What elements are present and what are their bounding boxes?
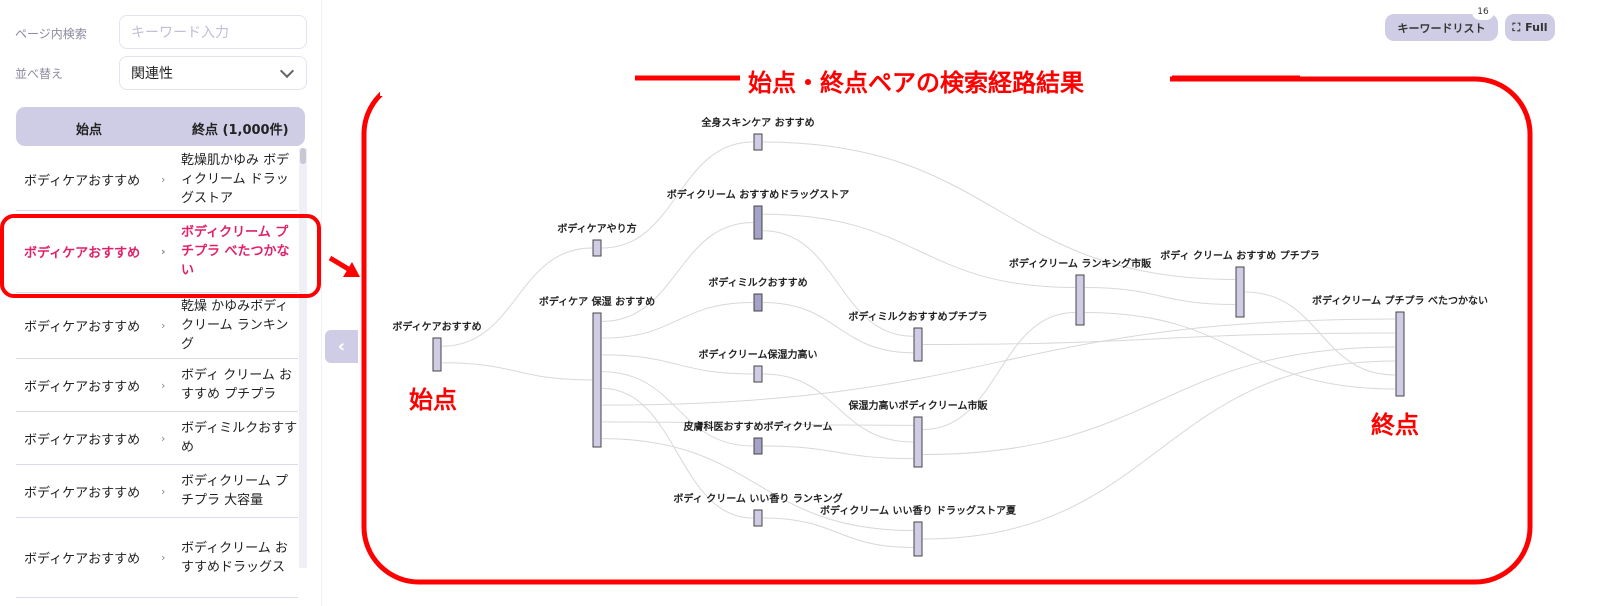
sort-value: 関連性	[131, 66, 173, 82]
diagram-node[interactable]	[1395, 311, 1405, 397]
node-label: ボディクリーム プチプラ べたつかない	[1312, 294, 1488, 307]
row-start: ボディケアおすすめ	[24, 173, 141, 189]
row-end: ボディミルクおすすめ	[181, 421, 298, 455]
table-row[interactable]: ボディケアおすすめ › ボディクリーム プチプラ 大容量	[16, 465, 298, 518]
node-label: 全身スキンケア おすすめ	[700, 116, 814, 129]
path-link	[762, 213, 1076, 288]
diagram-node[interactable]	[592, 312, 602, 448]
path-link	[601, 371, 754, 447]
node-label: ボディクリーム保湿力高い	[699, 348, 818, 361]
diagram-node[interactable]	[753, 293, 763, 312]
row-start: ボディケアおすすめ	[24, 485, 141, 501]
diagram-node[interactable]	[592, 239, 602, 257]
annotation-start: 始点	[409, 386, 457, 414]
row-end: ボディ クリーム おすすめ プチプラ	[181, 368, 292, 402]
path-link	[601, 318, 1396, 406]
row-start: ボディケアおすすめ	[24, 552, 141, 567]
expand-icon: ⛶	[1512, 20, 1521, 34]
annotation-title: 始点・終点ペアの検索経路結果	[748, 69, 1084, 97]
node-label: ボディケアやり方	[557, 222, 636, 235]
chevron-right-icon: ›	[161, 378, 166, 392]
node-label: ボディミルクおすすめ	[708, 276, 807, 289]
table-header: 始点 終点 (1,000件)	[16, 107, 305, 146]
fullscreen-label: Full	[1525, 21, 1548, 34]
chevron-right-icon: ›	[161, 319, 166, 332]
diagram-node[interactable]	[913, 327, 923, 362]
sort-select[interactable]: 関連性	[119, 56, 307, 90]
node-label: ボディケア 保湿 おすすめ	[539, 295, 655, 308]
chevron-right-icon: ›	[161, 551, 166, 564]
node-label: ボディ クリーム おすすめ プチプラ	[1160, 249, 1319, 262]
row-end: 乾燥肌かゆみ ボディクリーム ドラッグストア	[181, 152, 290, 206]
diagram-node[interactable]	[1075, 274, 1085, 326]
chevron-right-icon: ›	[161, 172, 166, 186]
sort-label: 並べ替え	[15, 67, 64, 81]
path-link	[441, 362, 593, 381]
table-row[interactable]: ボディケアおすすめ › ボディミルクおすすめ	[16, 412, 298, 465]
path-link	[1084, 287, 1236, 305]
scrollbar[interactable]	[299, 148, 307, 568]
node-label: 保湿力高いボディクリーム市販	[848, 399, 989, 412]
node-label: ボディミルクおすすめプチプラ	[848, 310, 987, 323]
table-row[interactable]: ボディケアおすすめ › 乾燥 かゆみボディクリーム ランキング	[16, 293, 298, 359]
search-label: ページ内検索	[15, 27, 87, 41]
diagram-node[interactable]	[1235, 266, 1245, 318]
table-row[interactable]: ボディケアおすすめ › ボディ クリーム おすすめ プチプラ	[16, 359, 298, 412]
collapse-sidebar-button[interactable]: ‹	[325, 330, 358, 363]
diagram-node[interactable]	[753, 205, 763, 240]
diagram-node[interactable]	[753, 437, 763, 455]
annotation-end: 終点	[1371, 411, 1419, 439]
header-start: 始点	[76, 123, 103, 138]
diagram-node[interactable]	[753, 509, 763, 527]
chevron-right-icon: ›	[161, 431, 166, 445]
diagram-node[interactable]	[753, 365, 763, 383]
diagram-node[interactable]	[432, 337, 442, 372]
table-row[interactable]: ボディケアおすすめ › 乾燥肌かゆみ ボディクリーム ドラッグストア	[16, 148, 298, 211]
row-start: ボディケアおすすめ	[24, 379, 141, 395]
diagram-node[interactable]	[913, 416, 923, 468]
row-end: 乾燥 かゆみボディクリーム ランキング	[181, 299, 289, 352]
chevron-right-icon: ›	[161, 484, 166, 498]
header-end: 終点 (1,000件)	[192, 123, 289, 138]
row-start: ボディケアおすすめ	[24, 432, 141, 448]
diagram-node[interactable]	[753, 133, 763, 151]
node-label: ボディクリーム おすすめドラッグストア	[667, 188, 849, 201]
row-start: ボディケアおすすめ	[24, 320, 141, 335]
node-label: ボディクリーム いい香り ドラッグストア夏	[820, 504, 1017, 517]
scrollbar-thumb[interactable]	[300, 148, 306, 164]
row-end: ボディクリーム おすすめドラッグス	[181, 540, 288, 575]
diagram-node[interactable]	[913, 521, 923, 557]
node-label: ボディクリーム ランキング市販	[1009, 257, 1152, 270]
keyword-count-badge: 16	[1472, 4, 1494, 20]
search-input[interactable]: キーワード入力	[119, 15, 307, 49]
fullscreen-button[interactable]: ⛶ Full	[1505, 14, 1555, 41]
path-link	[762, 302, 914, 354]
table-row[interactable]: ボディケアおすすめ › ボディクリーム おすすめドラッグス	[16, 518, 298, 598]
path-link	[762, 445, 914, 460]
node-label: 皮膚科医おすすめボディクリーム	[683, 420, 833, 433]
row-end: ボディクリーム プチプラ 大容量	[181, 474, 288, 508]
node-label: ボディケアおすすめ	[392, 320, 481, 333]
sidebar: ページ内検索 キーワード入力 並べ替え 関連性 始点 終点 (1,000件) ボ…	[0, 0, 322, 606]
path-link	[762, 517, 914, 548]
node-label: ボディ クリーム いい香り ランキング	[673, 492, 842, 505]
